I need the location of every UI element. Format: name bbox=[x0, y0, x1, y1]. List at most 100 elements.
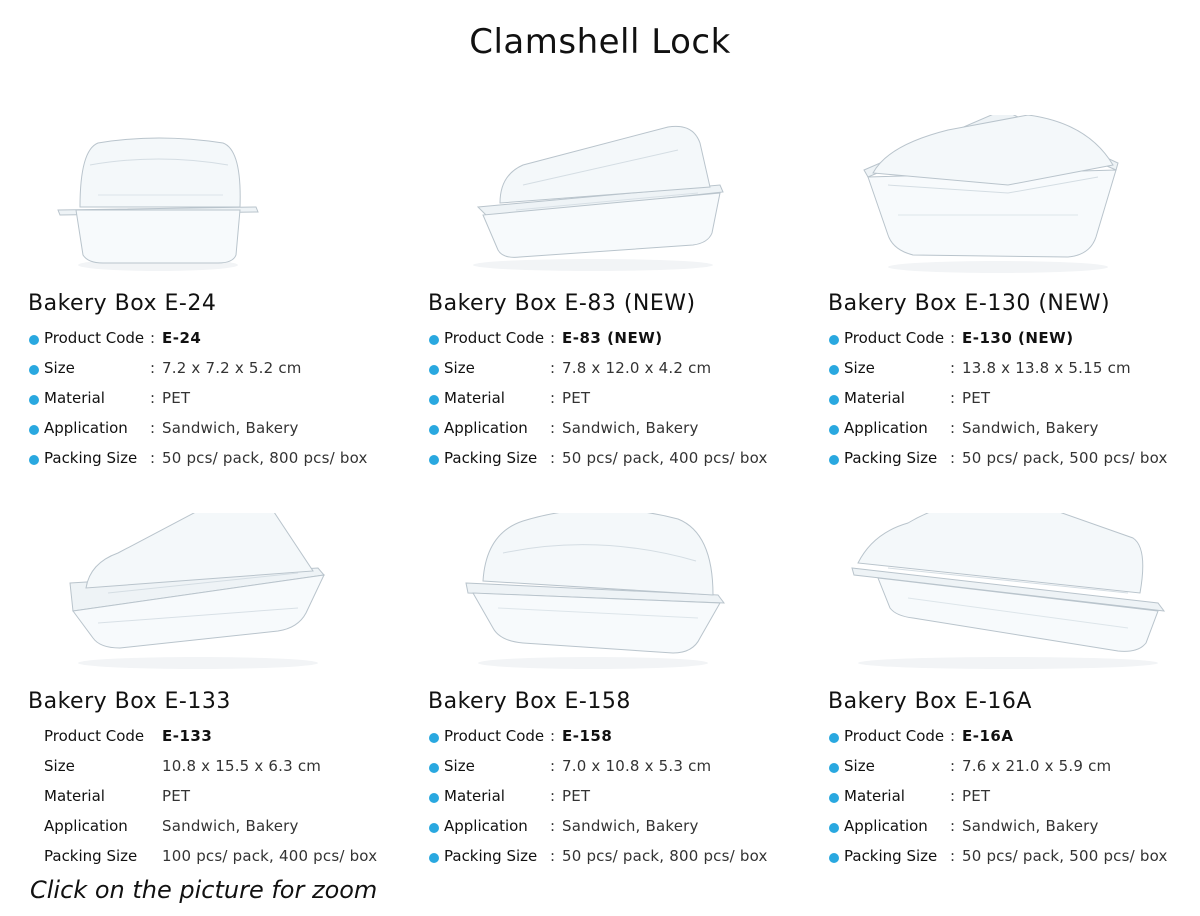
bullet-icon bbox=[829, 425, 839, 435]
spec-separator: : bbox=[550, 359, 556, 377]
spec-separator: : bbox=[950, 419, 956, 437]
spec-label: Product Code bbox=[444, 727, 545, 745]
spec-separator: : bbox=[550, 449, 556, 467]
spec-separator: : bbox=[550, 727, 556, 745]
clamshell-box-rectangular-flat-icon[interactable] bbox=[428, 115, 798, 285]
material-value: PET bbox=[562, 787, 591, 805]
spec-label: Size bbox=[44, 359, 75, 377]
spec-separator: : bbox=[150, 389, 156, 407]
spec-separator: : bbox=[550, 419, 556, 437]
bullet-icon bbox=[829, 853, 839, 863]
application-value: Sandwich, Bakery bbox=[162, 419, 299, 437]
spec-row-material: Material : PET bbox=[428, 787, 798, 817]
spec-list: Product Code : E-158 Size : 7.0 x 10.8 x… bbox=[428, 727, 798, 877]
material-value: PET bbox=[162, 787, 191, 805]
spec-label: Size bbox=[44, 757, 75, 775]
bullet-icon bbox=[29, 395, 39, 405]
spec-separator: : bbox=[150, 419, 156, 437]
spec-label: Material bbox=[844, 787, 905, 805]
spec-separator: : bbox=[950, 787, 956, 805]
spec-separator: : bbox=[550, 757, 556, 775]
spec-row-size: Size : 10.8 x 15.5 x 6.3 cm bbox=[28, 757, 398, 787]
material-value: PET bbox=[562, 389, 591, 407]
bullet-icon bbox=[29, 425, 39, 435]
spec-separator: : bbox=[950, 727, 956, 745]
product-card-e-130: Bakery Box E-130 (NEW) Product Code : E-… bbox=[828, 115, 1198, 510]
spec-list: Product Code : E-16A Size : 7.6 x 21.0 x… bbox=[828, 727, 1198, 877]
bullet-placeholder bbox=[29, 733, 39, 743]
spec-row-code: Product Code : E-83 (NEW) bbox=[428, 329, 798, 359]
clamshell-box-square-small-icon[interactable] bbox=[28, 115, 398, 285]
size-value: 13.8 x 13.8 x 5.15 cm bbox=[962, 359, 1131, 377]
spec-separator: : bbox=[550, 329, 556, 347]
spec-label: Packing Size bbox=[844, 847, 938, 865]
bullet-icon bbox=[829, 335, 839, 345]
bullet-icon bbox=[829, 455, 839, 465]
bullet-icon bbox=[829, 793, 839, 803]
bullet-icon bbox=[29, 365, 39, 375]
bullet-placeholder bbox=[29, 763, 39, 773]
product-code-value: E-24 bbox=[162, 329, 202, 347]
size-value: 7.0 x 10.8 x 5.3 cm bbox=[562, 757, 712, 775]
bullet-icon bbox=[829, 823, 839, 833]
spec-label: Product Code bbox=[444, 329, 545, 347]
application-value: Sandwich, Bakery bbox=[562, 419, 699, 437]
spec-row-application: Application : Sandwich, Bakery bbox=[828, 817, 1198, 847]
spec-label: Application bbox=[844, 817, 928, 835]
product-code-value: E-158 bbox=[562, 727, 613, 745]
spec-list: Product Code : E-130 (NEW) Size : 13.8 x… bbox=[828, 329, 1198, 479]
bullet-icon bbox=[429, 335, 439, 345]
product-code-value: E-83 (NEW) bbox=[562, 329, 663, 347]
spec-row-material: Material : PET bbox=[828, 389, 1198, 419]
bullet-icon bbox=[829, 763, 839, 773]
spec-separator: : bbox=[550, 847, 556, 865]
spec-separator: : bbox=[550, 389, 556, 407]
spec-separator: : bbox=[950, 329, 956, 347]
clamshell-box-long-icon[interactable] bbox=[828, 513, 1198, 683]
spec-row-code: Product Code : E-158 bbox=[428, 727, 798, 757]
packing-value: 50 pcs/ pack, 400 pcs/ box bbox=[562, 449, 768, 467]
product-name: Bakery Box E-158 bbox=[428, 689, 631, 714]
product-card-e-83: Bakery Box E-83 (NEW) Product Code : E-8… bbox=[428, 115, 798, 510]
bullet-icon bbox=[429, 823, 439, 833]
spec-label: Application bbox=[44, 817, 128, 835]
product-name: Bakery Box E-24 bbox=[28, 291, 217, 316]
product-code-value: E-16A bbox=[962, 727, 1014, 745]
spec-separator: : bbox=[950, 449, 956, 467]
bullet-icon bbox=[829, 365, 839, 375]
spec-list: Product Code : E-24 Size : 7.2 x 7.2 x 5… bbox=[28, 329, 398, 479]
clamshell-box-dome-icon[interactable] bbox=[428, 513, 798, 683]
size-value: 7.2 x 7.2 x 5.2 cm bbox=[162, 359, 302, 377]
clamshell-box-rectangular-deep-icon[interactable] bbox=[28, 513, 398, 683]
spec-row-application: Application : Sandwich, Bakery bbox=[428, 419, 798, 449]
bullet-icon bbox=[429, 425, 439, 435]
spec-row-material: Material : PET bbox=[828, 787, 1198, 817]
size-value: 10.8 x 15.5 x 6.3 cm bbox=[162, 757, 322, 775]
bullet-icon bbox=[29, 335, 39, 345]
spec-row-size: Size : 13.8 x 13.8 x 5.15 cm bbox=[828, 359, 1198, 389]
spec-row-material: Material : PET bbox=[28, 787, 398, 817]
spec-separator: : bbox=[950, 757, 956, 775]
spec-separator: : bbox=[950, 847, 956, 865]
spec-label: Material bbox=[44, 787, 105, 805]
spec-row-packing: Packing Size : 50 pcs/ pack, 500 pcs/ bo… bbox=[828, 449, 1198, 479]
bullet-icon bbox=[429, 365, 439, 375]
bullet-icon bbox=[29, 455, 39, 465]
spec-row-packing: Packing Size : 50 pcs/ pack, 800 pcs/ bo… bbox=[28, 449, 398, 479]
spec-list: Product Code : E-83 (NEW) Size : 7.8 x 1… bbox=[428, 329, 798, 479]
clamshell-box-square-large-icon[interactable] bbox=[828, 115, 1198, 285]
packing-value: 50 pcs/ pack, 800 pcs/ box bbox=[162, 449, 368, 467]
spec-separator: : bbox=[550, 817, 556, 835]
spec-label: Application bbox=[444, 419, 528, 437]
spec-separator: : bbox=[950, 817, 956, 835]
application-value: Sandwich, Bakery bbox=[962, 817, 1099, 835]
spec-row-application: Application : Sandwich, Bakery bbox=[28, 419, 398, 449]
product-name: Bakery Box E-133 bbox=[28, 689, 231, 714]
bullet-icon bbox=[829, 733, 839, 743]
spec-label: Material bbox=[44, 389, 105, 407]
spec-label: Application bbox=[844, 419, 928, 437]
product-name: Bakery Box E-130 (NEW) bbox=[828, 291, 1111, 316]
application-value: Sandwich, Bakery bbox=[562, 817, 699, 835]
bullet-icon bbox=[429, 853, 439, 863]
spec-label: Size bbox=[444, 359, 475, 377]
